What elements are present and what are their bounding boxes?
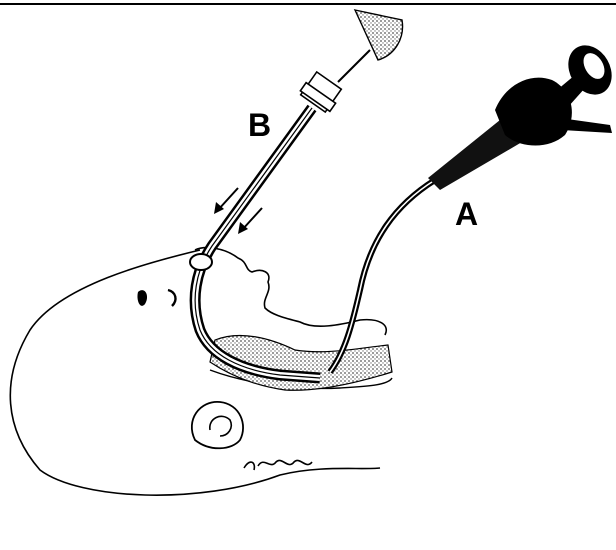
eye-mark-2 <box>168 290 175 306</box>
ear-inner <box>210 416 231 436</box>
scope-a-lever <box>560 118 612 133</box>
scope-a-cable-inner <box>330 180 435 372</box>
scope-b-fan <box>355 10 403 60</box>
artist-signature <box>244 460 312 470</box>
scope-b-ring <box>190 254 212 270</box>
label-b: B <box>248 107 271 143</box>
label-a: A <box>455 196 478 232</box>
scope-b-stem <box>338 50 370 82</box>
ear-outline <box>192 402 243 448</box>
eye-mark <box>137 290 147 306</box>
